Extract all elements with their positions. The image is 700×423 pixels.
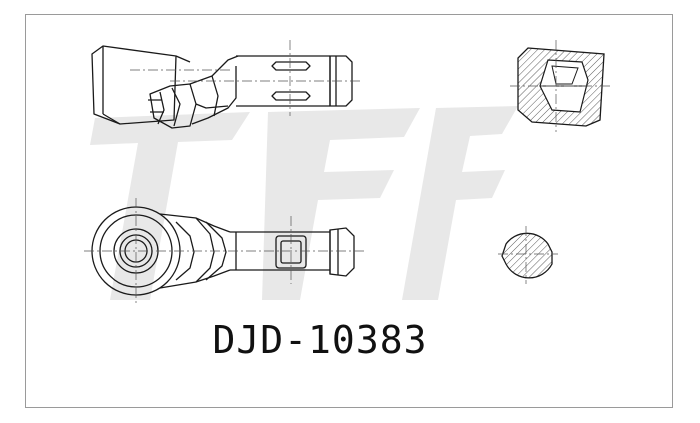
section-view-round xyxy=(498,226,558,284)
top-view-centerlines xyxy=(84,198,364,304)
side-view xyxy=(91,45,353,129)
slot-upper xyxy=(271,61,311,71)
side-view-centerlines xyxy=(130,40,362,116)
slot-lower xyxy=(271,91,311,101)
part-number-label: DJD-10383 xyxy=(212,318,428,362)
drawing-frame xyxy=(25,14,673,408)
section-view-top xyxy=(510,40,612,132)
watermark-logo xyxy=(90,106,518,300)
